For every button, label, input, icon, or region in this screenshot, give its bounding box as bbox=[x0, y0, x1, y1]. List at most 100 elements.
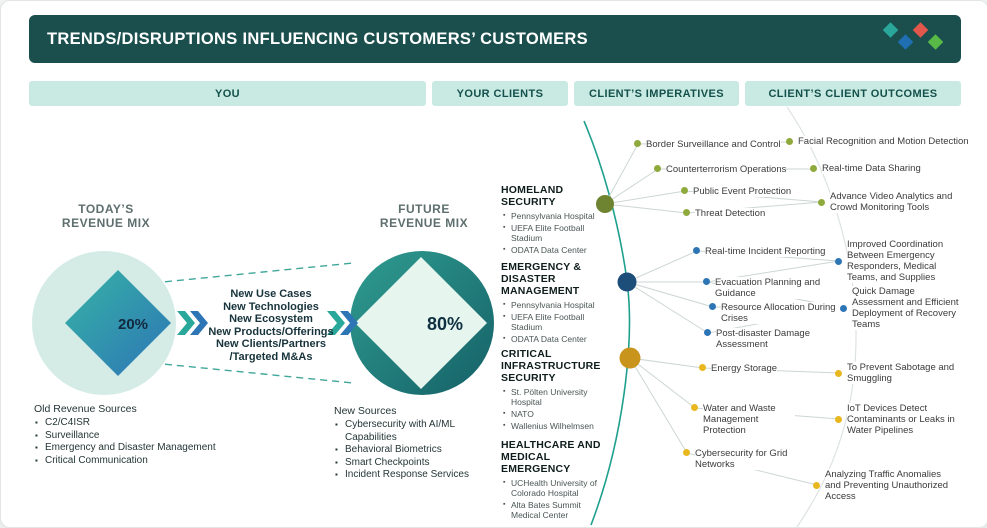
category-dot-icon bbox=[709, 303, 716, 310]
imperative-item: Post-disaster Damage Assessment bbox=[704, 328, 816, 350]
outcome-item: Advance Video Analytics and Crowd Monito… bbox=[818, 191, 965, 213]
outcome-label: Advance Video Analytics and Crowd Monito… bbox=[830, 191, 965, 213]
revenue-cone bbox=[152, 262, 354, 384]
connector-line bbox=[629, 357, 688, 454]
outcome-item: Facial Recognition and Motion Detection bbox=[786, 136, 969, 147]
future-diamond bbox=[355, 257, 487, 389]
category-dot-icon bbox=[813, 482, 820, 489]
category-dot-icon bbox=[699, 364, 706, 371]
category-dot-icon bbox=[704, 329, 711, 336]
old-sources-title: Old Revenue Sources bbox=[34, 403, 137, 415]
page-title: TRENDS/DISRUPTIONS INFLUENCING CUSTOMERS… bbox=[47, 29, 588, 48]
list-item: C2/C4ISR bbox=[35, 417, 239, 430]
outcome-item: To Prevent Sabotage and Smuggling bbox=[835, 362, 967, 384]
transition-line: /Targeted M&As bbox=[229, 350, 313, 363]
imperative-label: Public Event Protection bbox=[693, 186, 792, 197]
outcome-item: Improved Coordination Between Emergency … bbox=[835, 239, 969, 283]
imperative-item: Water and Waste Management Protection bbox=[691, 403, 795, 436]
list-item: UCHealth University of Colorado Hospital bbox=[503, 478, 607, 498]
outcome-label: Improved Coordination Between Emergency … bbox=[847, 239, 969, 283]
client-group-list: UCHealth University of Colorado Hospital… bbox=[501, 478, 607, 520]
imperative-label: Counterterrorism Operations bbox=[666, 164, 787, 175]
column-header-you: YOU bbox=[29, 81, 426, 106]
today-revenue-mix-title: TODAY’S REVENUE MIX bbox=[61, 202, 151, 230]
transition-line: New Clients/Partners bbox=[215, 338, 327, 350]
category-dot-icon bbox=[835, 416, 842, 423]
imperative-label: Water and Waste Management Protection bbox=[703, 403, 795, 436]
chevron-right-icon bbox=[190, 311, 208, 335]
imperative-item: Energy Storage bbox=[699, 363, 778, 374]
list-item: Wallenius Wilhelmsen bbox=[503, 421, 607, 431]
header-bar: TRENDS/DISRUPTIONS INFLUENCING CUSTOMERS… bbox=[29, 15, 961, 63]
new-sources-list: Cybersecurity with AI/ML Capabilities Be… bbox=[334, 419, 484, 482]
imperative-label: Real-time Incident Reporting bbox=[705, 246, 826, 257]
imperative-label: Border Surveillance and Control bbox=[646, 139, 781, 150]
imperative-label: Evacuation Planning and Guidance bbox=[715, 277, 827, 299]
column-header-your-clients: YOUR CLIENTS bbox=[432, 81, 568, 106]
client-group-healthcare-medical: HEALTHCARE AND MEDICAL EMERGENCY UCHealt… bbox=[501, 439, 607, 522]
list-item: ODATA Data Center bbox=[503, 334, 607, 344]
outcome-label: To Prevent Sabotage and Smuggling bbox=[847, 362, 967, 384]
connector-line bbox=[604, 190, 686, 205]
connector-line bbox=[626, 250, 698, 283]
imperative-item: Counterterrorism Operations bbox=[654, 164, 787, 175]
outcome-label: Facial Recognition and Motion Detection bbox=[798, 136, 969, 147]
chevron-right-icon bbox=[327, 311, 345, 335]
list-item: Pennsylvania Hospital bbox=[503, 211, 607, 221]
list-item: NATO bbox=[503, 409, 607, 419]
category-dot-icon bbox=[634, 140, 641, 147]
client-group-list: St. Pölten University Hospital NATO Wall… bbox=[501, 387, 607, 431]
list-item: Pennsylvania Hospital bbox=[503, 300, 607, 310]
column-header-client-client-outcomes: CLIENT’S CLIENT OUTCOMES bbox=[745, 81, 961, 106]
today-diamond bbox=[65, 270, 171, 376]
node-critical-infrastructure bbox=[619, 347, 641, 369]
cone-upper-line bbox=[152, 262, 354, 284]
list-item: Behavioral Biometrics bbox=[335, 444, 484, 457]
transition-line: New Products/Offerings bbox=[208, 325, 334, 338]
future-percentage: 80% bbox=[427, 314, 463, 334]
client-group-title: EMERGENCY & DISASTER MANAGEMENT bbox=[501, 261, 582, 297]
node-emergency-disaster bbox=[617, 272, 637, 292]
list-item: Incident Response Services bbox=[335, 469, 484, 482]
list-item: Surveillance bbox=[35, 430, 239, 443]
category-dot-icon bbox=[810, 165, 817, 172]
imperative-item: Real-time Incident Reporting bbox=[693, 246, 826, 257]
imperative-label: Resource Allocation During Crises bbox=[721, 302, 841, 324]
transition-line: New Ecosystem bbox=[229, 313, 313, 325]
imperative-item: Public Event Protection bbox=[681, 186, 792, 197]
outcome-label: Real-time Data Sharing bbox=[822, 163, 921, 174]
transition-text: New Use Cases New Technologies New Ecosy… bbox=[196, 288, 346, 363]
transition-line: New Use Cases bbox=[230, 288, 312, 300]
connector-line bbox=[604, 203, 688, 214]
list-item: UEFA Elite Football Stadium bbox=[503, 223, 607, 243]
imperative-label: Post-disaster Damage Assessment bbox=[716, 328, 816, 350]
category-dot-icon bbox=[691, 404, 698, 411]
list-item: Alta Bates Summit Medical Center bbox=[503, 500, 607, 520]
outcome-label: Analyzing Traffic Anomalies and Preventi… bbox=[825, 469, 950, 502]
node-homeland-security bbox=[596, 195, 614, 213]
client-group-homeland-security: HOMELAND SECURITY Pennsylvania Hospital … bbox=[501, 184, 607, 257]
imperative-item: Resource Allocation During Crises bbox=[709, 302, 841, 324]
imperative-item: Cybersecurity for Grid Networks bbox=[683, 448, 805, 470]
connector-line bbox=[604, 143, 639, 205]
client-group-emergency-disaster: EMERGENCY & DISASTER MANAGEMENT Pennsylv… bbox=[501, 261, 607, 346]
cone-lower-line bbox=[152, 362, 354, 384]
connector-line bbox=[604, 168, 659, 205]
category-dot-icon bbox=[654, 165, 661, 172]
list-item: Emergency and Disaster Management bbox=[35, 442, 239, 455]
outcome-item: Quick Damage Assessment and Efficient De… bbox=[840, 286, 967, 330]
category-dot-icon bbox=[693, 247, 700, 254]
connector-line bbox=[629, 357, 704, 369]
old-revenue-sources: Old Revenue Sources C2/C4ISR Surveillanc… bbox=[34, 403, 239, 467]
client-group-title: HOMELAND SECURITY bbox=[501, 184, 564, 208]
category-dot-icon bbox=[835, 369, 842, 377]
chevron-right-icon bbox=[177, 311, 195, 335]
transition-line: New Technologies bbox=[223, 300, 319, 313]
chevrons bbox=[177, 311, 358, 335]
list-item: Critical Communication bbox=[35, 455, 239, 468]
category-dot-icon bbox=[835, 257, 842, 265]
outcome-item: Real-time Data Sharing bbox=[810, 163, 921, 174]
category-dot-icon bbox=[683, 449, 690, 456]
